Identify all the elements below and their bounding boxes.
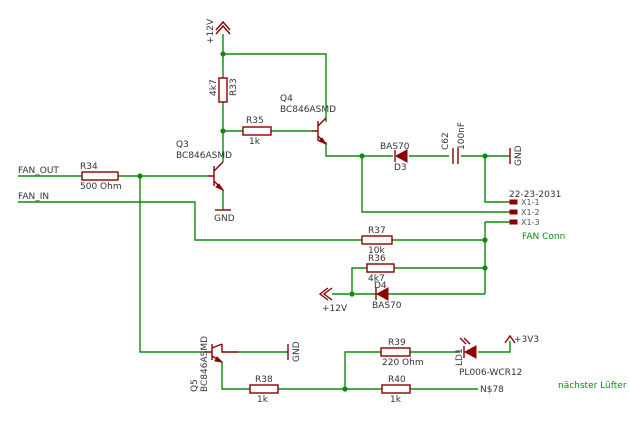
d3-label: D3 xyxy=(394,163,407,173)
c62-name: C62 xyxy=(441,132,451,150)
junction-12v xyxy=(220,51,226,57)
conn-pin1-mark xyxy=(509,199,518,205)
wire-led-3v3 xyxy=(478,341,511,353)
net-3v3-label: +3V3 xyxy=(514,335,539,345)
q5-value: BC846ASMD xyxy=(200,336,210,392)
conn-name: 22-23-2031 xyxy=(509,190,561,200)
power-3v3-icon: +3V3 xyxy=(504,334,539,345)
conn-pin2-label: X1-2 xyxy=(521,208,540,217)
resistor-r37: R37 10k xyxy=(361,226,393,256)
net-gnd-d3-label: GND xyxy=(514,145,524,166)
q4-name: Q4 xyxy=(280,94,293,104)
r38-name: R38 xyxy=(255,375,273,385)
ld1-name: LD1 xyxy=(455,348,465,366)
junction-fanout xyxy=(137,173,143,179)
junction-r36 xyxy=(482,265,488,271)
q5-name: Q5 xyxy=(190,379,200,392)
d4-value: BAS70 xyxy=(372,301,402,311)
wire-fan-in xyxy=(18,201,362,241)
transistor-q3: Q3 BC846ASMD xyxy=(176,140,232,192)
junction-gnd-line xyxy=(482,153,488,159)
wire-q5-r38 xyxy=(221,362,250,390)
gnd-d3-icon: GND xyxy=(509,145,524,166)
r34-name: R34 xyxy=(80,162,98,172)
net-gnd-q5-label: GND xyxy=(292,341,302,362)
conn-pin2-mark xyxy=(509,209,518,215)
d4-name: D4 xyxy=(374,281,387,291)
power-12v-mid-icon: +12V xyxy=(318,287,348,314)
r35-value: 1k xyxy=(249,137,261,147)
junction-r37 xyxy=(482,237,488,243)
net-n78-label: N$78 xyxy=(480,385,504,395)
r37-value: 10k xyxy=(368,246,385,256)
junction-d4-left xyxy=(349,291,355,297)
annotation-naechster-luefter: nächster Lüfter xyxy=(558,381,627,391)
r40-value: 1k xyxy=(390,395,402,405)
q4-value: BC846ASMD xyxy=(280,105,336,115)
junctions xyxy=(137,51,488,392)
r33-name: R33 xyxy=(229,78,239,96)
wires xyxy=(18,34,511,390)
wire-r36-left xyxy=(351,267,367,294)
d3-name: BAS70 xyxy=(380,142,410,152)
wire-q4-d3 xyxy=(325,142,393,157)
resistor-r35: R35 1k xyxy=(242,116,272,147)
r39-value: 220 Ohm xyxy=(382,358,424,368)
conn-pin3-label: X1-3 xyxy=(521,218,540,227)
q3-value: BC846ASMD xyxy=(176,151,232,161)
wire-r39-branch xyxy=(344,351,381,389)
connector-x1: 22-23-2031 X1-1 X1-2 X1-3 xyxy=(509,190,561,227)
c62-value: 100nF xyxy=(457,122,467,150)
net-12v-mid-label: +12V xyxy=(322,304,348,314)
transistor-q5: Q5 BC846ASMD xyxy=(190,336,238,392)
r36-name: R36 xyxy=(368,254,386,264)
net-fan-in-label: FAN_IN xyxy=(18,192,49,202)
resistor-r34: R34 500 Ohm xyxy=(80,162,122,192)
conn-pin1-label: X1-1 xyxy=(521,198,540,207)
gnd-q5-icon: GND xyxy=(287,341,302,362)
conn-pin3-mark xyxy=(509,219,518,225)
r38-value: 1k xyxy=(257,395,269,405)
r36-value: 4k7 xyxy=(368,274,385,284)
resistor-r38: R38 1k xyxy=(249,375,279,405)
gnd-q3-icon: GND xyxy=(214,209,235,224)
diode-d3: BAS70 D3 xyxy=(380,142,410,173)
led-ld1: LD1 PL006-WCR12 xyxy=(455,337,522,378)
wire-fanout-q5 xyxy=(139,176,206,353)
r39-name: R39 xyxy=(388,338,406,348)
wire-gnd-x11 xyxy=(484,156,510,203)
resistor-r40: R40 1k xyxy=(381,375,411,405)
net-fan-out-label: FAN_OUT xyxy=(18,166,59,176)
diode-d4: D4 BAS70 xyxy=(372,281,402,311)
ld1-value: PL006-WCR12 xyxy=(459,368,522,378)
resistor-r36: R36 4k7 xyxy=(366,254,395,284)
wire-12v-top xyxy=(222,34,327,122)
annotation-fan-conn: FAN Conn xyxy=(522,232,565,242)
transistor-q4: Q4 BC846ASMD xyxy=(280,94,336,146)
r33-value: 4k7 xyxy=(209,79,219,96)
net-12v-top-label: +12V xyxy=(206,18,216,44)
r40-name: R40 xyxy=(388,375,406,385)
power-12v-top-icon: +12V xyxy=(206,18,231,44)
capacitor-c62: C62 100nF xyxy=(441,122,467,164)
junction-r38 xyxy=(342,386,348,392)
junction-d3 xyxy=(359,153,365,159)
q3-name: Q3 xyxy=(176,140,189,150)
resistor-r33: R33 4k7 xyxy=(209,77,239,103)
junction-r35 xyxy=(220,128,226,134)
wire-d3node-x12 xyxy=(361,156,510,213)
r37-name: R37 xyxy=(368,226,386,236)
r35-name: R35 xyxy=(246,116,264,126)
r34-value: 500 Ohm xyxy=(80,182,122,192)
net-gnd-q3-label: GND xyxy=(214,214,235,224)
resistor-r39: R39 220 Ohm xyxy=(380,338,424,368)
